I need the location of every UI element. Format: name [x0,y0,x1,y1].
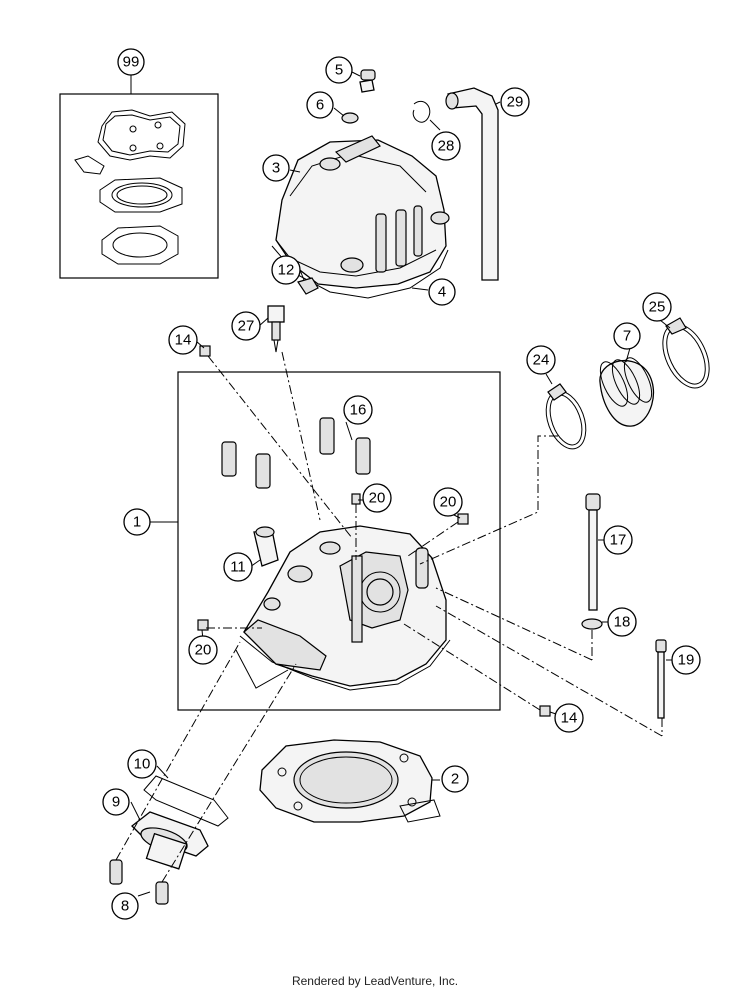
svg-text:16: 16 [350,402,367,419]
breather-hose-icon [447,87,499,281]
valve-cover-gasket-icon [97,109,186,161]
hose-clamp-28-icon [412,100,431,123]
svg-text:6: 6 [316,97,324,114]
svg-text:20: 20 [195,642,212,659]
cylinder-head-box [177,371,501,711]
svg-text:29: 29 [507,94,524,111]
screw-20-left-icon [197,619,209,631]
screw-20-top-icon [351,493,361,505]
svg-text:4: 4 [438,284,446,301]
screw-20-right-icon [457,513,469,525]
callout-11: 11 [223,552,253,582]
callout-20-top: 20 [362,483,392,513]
callout-10: 10 [127,749,157,779]
base-gasket-icon [101,225,179,265]
plug-14-bottom-icon [539,705,551,717]
head-gasket-small-icon [99,177,183,213]
fasteners-group [195,340,557,717]
callout-5: 5 [325,56,353,84]
svg-text:14: 14 [561,710,578,727]
plug-14-top-icon [199,345,211,357]
bolt-5-icon [359,79,375,93]
valve-guide-icon [221,441,237,477]
callout-28: 28 [431,131,461,161]
flange-gasket-10-icon [143,775,229,827]
callout-99: 99 [117,48,145,76]
svg-text:24: 24 [533,352,550,369]
svg-text:2: 2 [451,771,459,788]
svg-text:10: 10 [134,756,151,773]
callout-1: 1 [123,508,151,536]
callout-19: 19 [671,645,701,675]
callout-12: 12 [271,255,301,285]
callout-6: 6 [306,91,334,119]
clamp-25-icon [666,327,706,385]
head-gasket-group [259,739,441,823]
intake-group [419,317,710,565]
gasket-kit-box [59,93,219,279]
svg-text:12: 12 [278,262,295,279]
callout-14-bottom: 14 [554,703,584,733]
svg-text:7: 7 [623,328,631,345]
svg-text:28: 28 [438,138,455,155]
svg-text:8: 8 [121,898,129,915]
callout-14-top: 14 [168,325,198,355]
callout-20-right: 20 [433,487,463,517]
svg-text:5: 5 [335,62,343,79]
callout-25: 25 [642,292,672,322]
svg-text:3: 3 [272,160,280,177]
callout-18: 18 [607,607,637,637]
valve-cover-group [271,69,450,299]
flange-bolt-8b-icon [155,881,169,905]
callout-29: 29 [500,87,530,117]
callout-9: 9 [102,788,130,816]
breather-nipple-icon [334,135,381,163]
callout-4: 4 [428,278,456,306]
callout-24: 24 [526,345,556,375]
breather-hose-group [412,87,501,281]
flange-bolt-8a-icon [109,859,123,885]
svg-text:9: 9 [112,794,120,811]
valve-guides-group [221,417,371,489]
cylinder-head-group [239,525,451,691]
callout-7: 7 [613,322,641,350]
svg-text:19: 19 [678,652,695,669]
svg-text:25: 25 [649,299,666,316]
temp-sensor-group [258,305,321,521]
svg-text:14: 14 [175,332,192,349]
svg-text:99: 99 [123,54,140,71]
clamp-24-icon [549,394,583,446]
callout-20-left: 20 [188,635,218,665]
intake-flange-group [109,641,297,905]
svg-text:1: 1 [133,514,141,531]
svg-text:20: 20 [440,494,457,511]
rendered-by-credit: Rendered by LeadVenture, Inc. [291,974,459,988]
gasket-kit-group [59,75,219,279]
svg-text:17: 17 [610,532,627,549]
callout-8: 8 [111,892,139,920]
svg-text:11: 11 [230,559,246,576]
svg-text:27: 27 [238,318,255,335]
small-gasket-icon [74,155,105,175]
temp-sensor-icon [267,305,285,323]
callout-2: 2 [441,765,469,793]
bolts-group [435,493,672,737]
svg-text:18: 18 [614,614,631,631]
callout-17: 17 [603,525,633,555]
callout-16: 16 [343,395,373,425]
seal-6-icon [341,112,359,124]
svg-text:20: 20 [369,490,386,507]
washer-18-icon [581,618,603,630]
bolt-17-icon [585,493,601,511]
bolt-19-icon [655,639,667,653]
callout-3: 3 [262,154,290,182]
nut-12-icon [297,277,319,295]
callout-27: 27 [231,311,261,341]
